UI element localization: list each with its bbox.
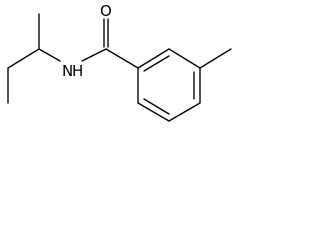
nitrogen-label: N: [62, 62, 73, 80]
ring-inner-bond-1: [143, 55, 170, 72]
bond-methine-nitrogen: [38, 48, 61, 62]
ring-inner-bond-3: [143, 98, 170, 115]
bond-ring-methyl: [199, 48, 232, 69]
bond-nitrogen-carbonyl: [81, 48, 107, 62]
oxygen-label: O: [100, 2, 112, 20]
ring-bond-1: [137, 48, 170, 69]
hydrogen-label: H: [72, 62, 83, 80]
bond-carbonyl-ring: [105, 48, 139, 69]
ring-bond-4: [168, 102, 201, 122]
bond-ethyl-chain: [7, 48, 40, 69]
ring-bond-2: [168, 48, 201, 69]
molecule-structure: O N H: [7, 2, 232, 122]
ring-bond-5: [137, 102, 170, 122]
structure-canvas: O N H: [0, 0, 249, 132]
